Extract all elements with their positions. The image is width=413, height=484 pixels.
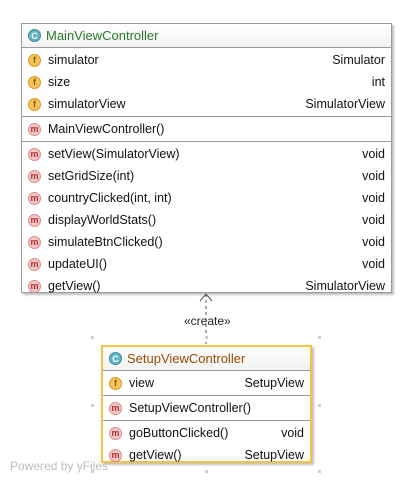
constructor-row[interactable]: m MainViewController() [22,118,391,140]
selection-handle[interactable] [318,336,321,339]
selection-handle[interactable] [318,404,321,407]
field-name: simulator [48,53,99,67]
field-name: size [48,75,71,89]
method-return-type: void [281,426,304,440]
field-type: int [371,75,385,89]
constructor-row[interactable]: m SetupViewController() [103,397,310,419]
class-icon: C [28,29,41,42]
field-name: simulatorView [48,97,126,111]
method-return-type: void [362,235,385,249]
selection-handle[interactable] [205,470,208,473]
selection-handle[interactable] [205,336,208,339]
field-type: SetupView [244,376,304,390]
method-name: displayWorldStats() [48,213,157,227]
field-name: view [129,376,155,390]
method-icon: m [28,213,41,227]
field-type: Simulator [332,53,385,67]
method-icon: m [28,257,41,271]
constructor-name: SetupViewController() [129,401,252,415]
method-icon: m [109,426,122,440]
selection-handle[interactable] [91,404,94,407]
class-name: MainViewController [46,28,159,43]
class-name: SetupViewController [127,351,246,366]
method-row[interactable]: m simulateBtnClicked() void [22,231,391,253]
method-icon: m [109,448,122,462]
class-header: C MainViewController [22,24,391,48]
field-row[interactable]: f simulatorView SimulatorView [22,93,391,115]
field-icon: f [109,376,122,390]
method-row[interactable]: m displayWorldStats() void [22,209,391,231]
selection-handle[interactable] [318,470,321,473]
method-icon: m [28,279,41,293]
field-icon: f [28,75,41,89]
method-icon: m [28,147,41,161]
method-row[interactable]: m getView() SimulatorView [22,275,391,297]
methods-section: m goButtonClicked() void m getView() Set… [103,421,310,467]
field-row[interactable]: f simulator Simulator [22,49,391,71]
method-return-type: void [362,257,385,271]
methods-section: m setView(SimulatorView) void m setGridS… [22,142,391,298]
method-name: countryClicked(int, int) [48,191,172,205]
method-return-type: void [362,191,385,205]
method-name: updateUI() [48,257,108,271]
method-row[interactable]: m getView() SetupView [103,444,310,466]
method-icon: m [109,401,122,415]
method-icon: m [28,235,41,249]
constructors-section: m MainViewController() [22,117,391,142]
method-name: getView() [48,279,101,293]
method-return-type: void [362,147,385,161]
method-return-type: SimulatorView [305,279,385,293]
method-name: goButtonClicked() [129,426,229,440]
method-return-type: void [362,213,385,227]
create-stereotype-label: «create» [184,314,231,328]
method-icon: m [28,122,41,136]
field-type: SimulatorView [305,97,385,111]
fields-section: f view SetupView [103,371,310,396]
method-name: setGridSize(int) [48,169,135,183]
field-icon: f [28,53,41,67]
field-row[interactable]: f view SetupView [103,372,310,394]
class-header: C SetupViewController [103,347,310,371]
yfiles-watermark: Powered by yFiles [10,459,109,473]
method-return-type: void [362,169,385,183]
selection-handle[interactable] [91,336,94,339]
method-name: setView(SimulatorView) [48,147,180,161]
method-row[interactable]: m goButtonClicked() void [103,422,310,444]
constructors-section: m SetupViewController() [103,396,310,421]
field-row[interactable]: f size int [22,71,391,93]
method-icon: m [28,191,41,205]
method-row[interactable]: m updateUI() void [22,253,391,275]
field-icon: f [28,97,41,111]
class-icon: C [109,352,122,365]
class-box-mainviewcontroller[interactable]: C MainViewController f simulator Simulat… [21,23,392,293]
method-row[interactable]: m setGridSize(int) void [22,165,391,187]
selection-handle[interactable] [91,470,94,473]
class-box-setupviewcontroller[interactable]: C SetupViewController f view SetupView m… [101,345,312,463]
method-name: simulateBtnClicked() [48,235,163,249]
method-row[interactable]: m setView(SimulatorView) void [22,143,391,165]
method-return-type: SetupView [244,448,304,462]
constructor-name: MainViewController() [48,122,165,136]
method-row[interactable]: m countryClicked(int, int) void [22,187,391,209]
method-icon: m [28,169,41,183]
fields-section: f simulator Simulator f size int f simul… [22,48,391,117]
method-name: getView() [129,448,182,462]
